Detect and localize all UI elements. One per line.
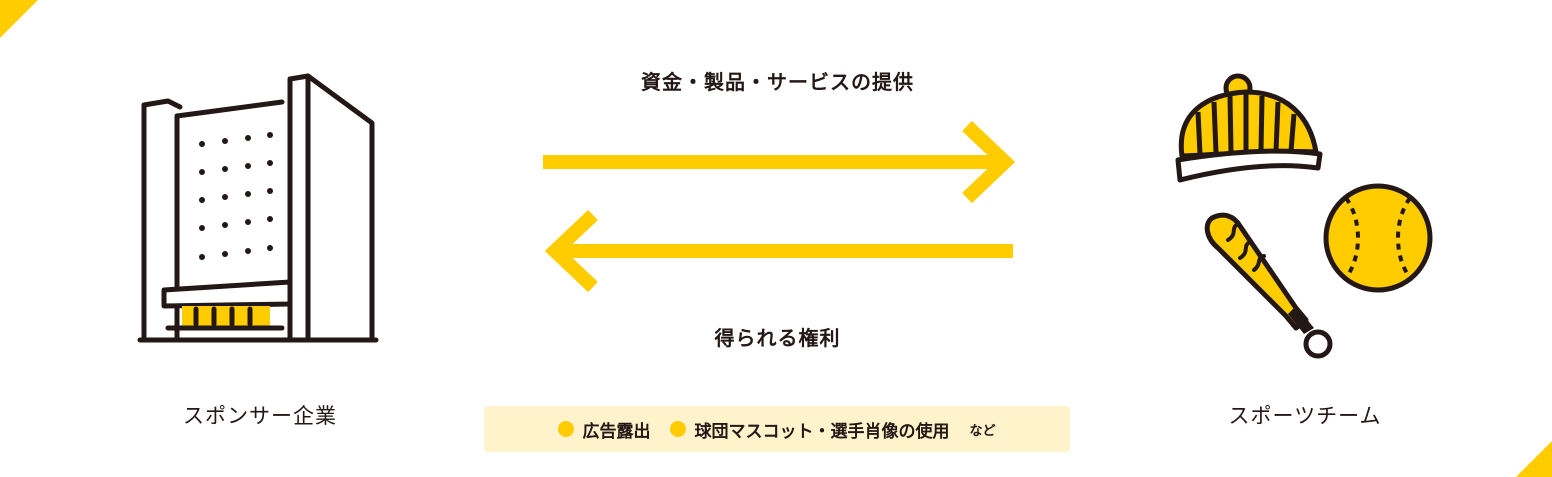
provision-label: 資金・製品・サービスの提供 — [641, 70, 914, 94]
baseball-bat-icon — [1204, 212, 1333, 359]
baseball-icon — [1323, 183, 1433, 293]
exchange-arrows — [543, 120, 1016, 293]
benefits-suffix: など — [969, 423, 996, 439]
benefits-box: 広告露出 球団マスコット・選手肖像の使用 など — [484, 406, 1070, 452]
benefit-text: 広告露出 — [582, 421, 651, 442]
benefit-text: 球団マスコット・選手肖像の使用 — [694, 421, 950, 442]
right-arrow-icon — [543, 120, 1016, 204]
corner-decoration-bottom-right — [1516, 441, 1552, 477]
corner-decoration-top-left — [0, 0, 38, 38]
benefit-item: 球団マスコット・選手肖像の使用 — [670, 417, 949, 442]
office-building-icon — [137, 73, 379, 343]
bullet-dot-icon — [558, 421, 575, 437]
benefit-item: 広告露出 — [558, 417, 650, 442]
knit-cap-icon — [1175, 73, 1323, 183]
sports-team-label: スポーツチーム — [1228, 404, 1382, 428]
sports-team-icon-group — [1175, 73, 1433, 359]
bullet-dot-icon — [670, 421, 687, 437]
left-arrow-icon — [544, 209, 1013, 293]
rights-label: 得られる権利 — [714, 326, 841, 350]
sponsor-company-label: スポンサー企業 — [183, 404, 337, 428]
